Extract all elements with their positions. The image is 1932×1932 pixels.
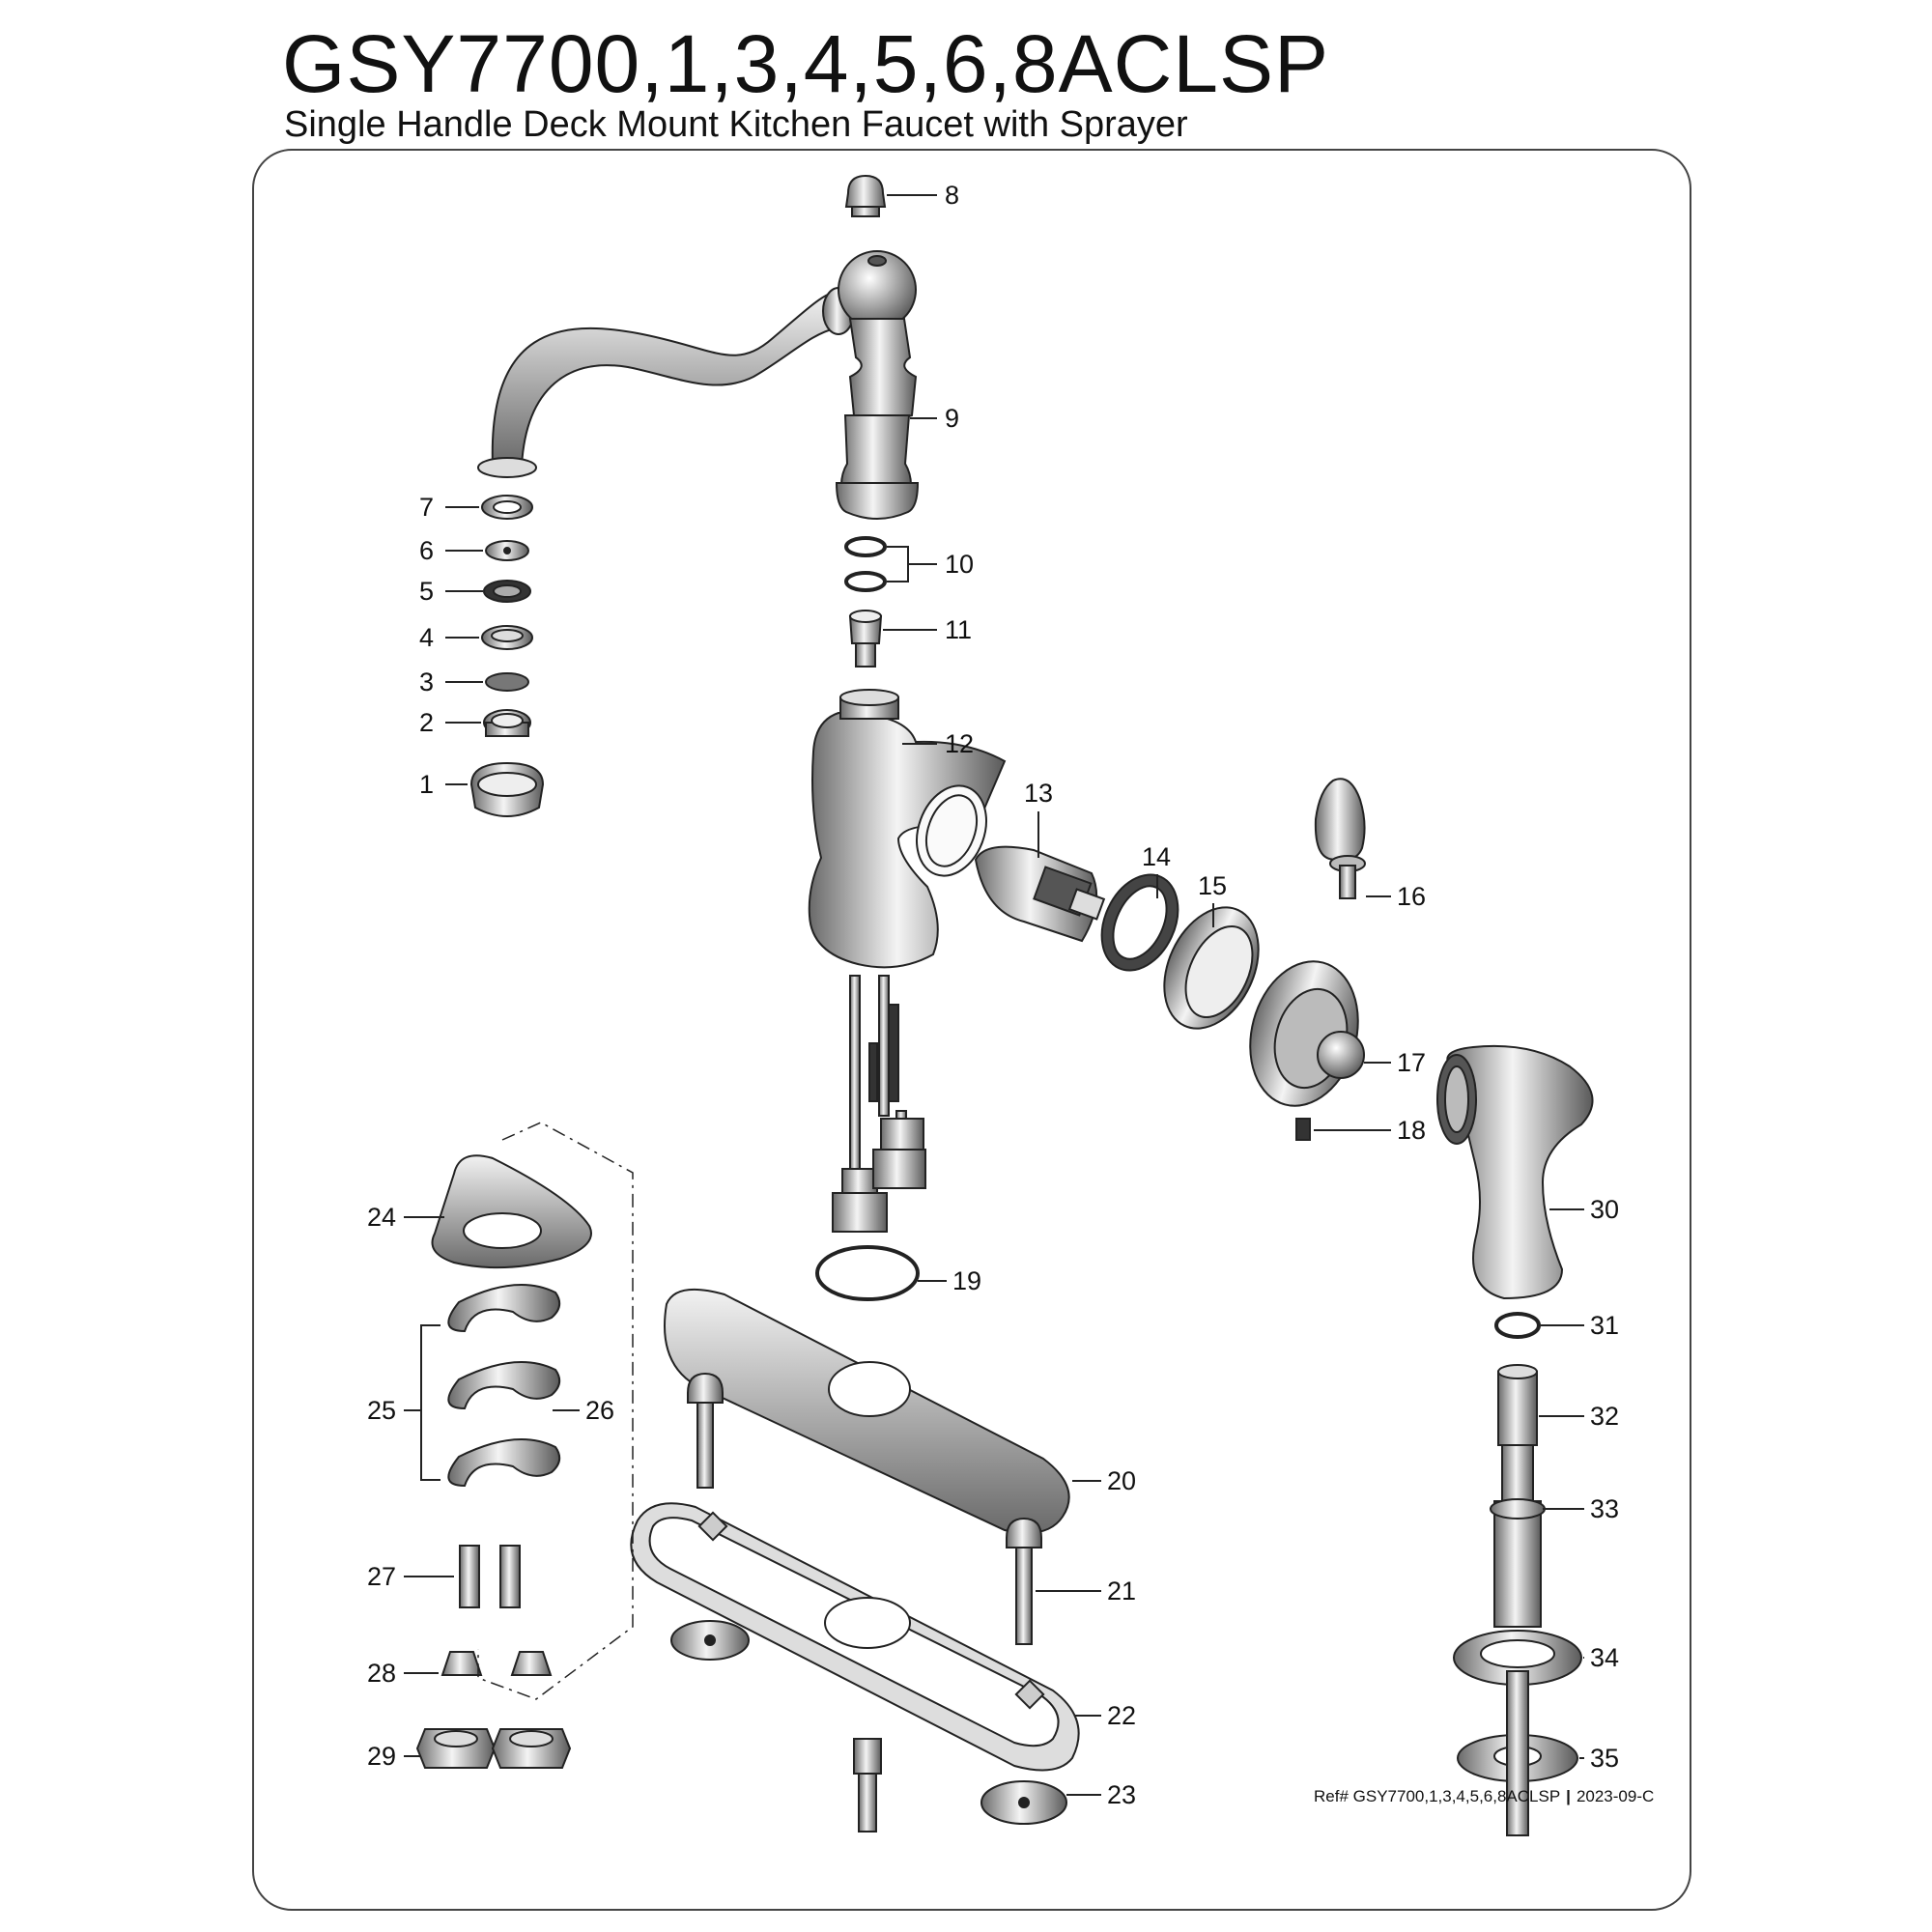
callout-18: 18 bbox=[1397, 1116, 1426, 1145]
callout-26: 26 bbox=[585, 1396, 614, 1425]
part-32-connector bbox=[1497, 1371, 1538, 1446]
part-21-bolt-left bbox=[687, 1372, 724, 1404]
part-31-o-ring bbox=[1494, 1312, 1541, 1339]
part-24-bracket bbox=[431, 1154, 592, 1269]
callout-2: 2 bbox=[419, 708, 434, 737]
callout-10: 10 bbox=[945, 550, 974, 579]
part-28-ferrule-right bbox=[510, 1651, 553, 1676]
reference-footer: Ref# GSY7700,1,3,4,5,6,8ACLSP | 2023-09-C bbox=[1314, 1787, 1654, 1806]
deck-plate-assembly bbox=[630, 1245, 1080, 1833]
part-25-clip-stack bbox=[447, 1284, 561, 1488]
callout-1: 1 bbox=[419, 770, 434, 799]
revision-code: 2023-09-C bbox=[1576, 1787, 1655, 1805]
handle-assembly bbox=[974, 778, 1366, 1141]
sprayer-assembly bbox=[1436, 1044, 1594, 1836]
callout-20: 20 bbox=[1107, 1466, 1136, 1495]
callout-28: 28 bbox=[367, 1659, 396, 1688]
callout-labels: 1 2 3 4 5 6 7 8 9 10 11 12 13 14 15 16 1… bbox=[367, 181, 1619, 1809]
callout-6: 6 bbox=[419, 536, 434, 565]
page-subtitle: Single Handle Deck Mount Kitchen Faucet … bbox=[284, 104, 1188, 145]
part-3-mesh bbox=[485, 672, 529, 692]
drawing-frame bbox=[252, 149, 1691, 1911]
reference-number: Ref# GSY7700,1,3,4,5,6,8ACLSP bbox=[1314, 1787, 1561, 1805]
leader-lines bbox=[404, 194, 1584, 1796]
callout-16: 16 bbox=[1397, 882, 1426, 911]
callout-3: 3 bbox=[419, 668, 434, 696]
reference-separator: | bbox=[1566, 1787, 1571, 1805]
callout-14: 14 bbox=[1142, 842, 1171, 871]
callout-35: 35 bbox=[1590, 1744, 1619, 1773]
callout-22: 22 bbox=[1107, 1701, 1136, 1730]
callout-29: 29 bbox=[367, 1742, 396, 1771]
part-8-cap bbox=[844, 174, 887, 208]
callout-17: 17 bbox=[1397, 1048, 1426, 1077]
part-28-ferrule-left bbox=[440, 1651, 483, 1676]
part-30-sprayer-head bbox=[1446, 1044, 1594, 1300]
callout-9: 9 bbox=[945, 404, 959, 433]
callout-27: 27 bbox=[367, 1562, 396, 1591]
callout-21: 21 bbox=[1107, 1577, 1136, 1605]
callout-30: 30 bbox=[1590, 1195, 1619, 1224]
callout-23: 23 bbox=[1107, 1780, 1136, 1809]
part-27-standoff-right bbox=[499, 1545, 521, 1608]
part-10-o-ring-bottom bbox=[844, 571, 887, 592]
part-9-spout bbox=[491, 290, 837, 467]
callout-19: 19 bbox=[952, 1266, 981, 1295]
callout-32: 32 bbox=[1590, 1402, 1619, 1431]
callout-12: 12 bbox=[945, 729, 974, 758]
part-33-shank bbox=[1493, 1500, 1542, 1628]
callout-5: 5 bbox=[419, 577, 434, 606]
part-12-faucet-body bbox=[808, 711, 1007, 969]
part-27-standoff-left bbox=[459, 1545, 480, 1608]
callout-11: 11 bbox=[945, 615, 972, 644]
mounting-hardware bbox=[415, 1122, 634, 1769]
part-16-lever bbox=[1314, 778, 1366, 861]
part-10-o-ring-top bbox=[844, 536, 887, 557]
callout-8: 8 bbox=[945, 181, 959, 210]
spout-assembly bbox=[477, 174, 1007, 1233]
callout-31: 31 bbox=[1590, 1311, 1619, 1340]
part-21-bolt-right bbox=[1006, 1517, 1042, 1548]
aerator-assembly bbox=[469, 495, 545, 817]
callout-34: 34 bbox=[1590, 1643, 1619, 1672]
page-title: GSY7700,1,3,4,5,6,8ACLSP bbox=[282, 18, 1330, 109]
callout-24: 24 bbox=[367, 1203, 396, 1232]
callout-33: 33 bbox=[1590, 1494, 1619, 1523]
part-18-set-screw bbox=[1295, 1118, 1311, 1141]
callout-13: 13 bbox=[1024, 779, 1053, 808]
callout-15: 15 bbox=[1198, 871, 1227, 900]
callout-4: 4 bbox=[419, 623, 434, 652]
callout-7: 7 bbox=[419, 493, 434, 522]
part-19-gasket bbox=[815, 1245, 920, 1301]
callout-25: 25 bbox=[367, 1396, 396, 1425]
